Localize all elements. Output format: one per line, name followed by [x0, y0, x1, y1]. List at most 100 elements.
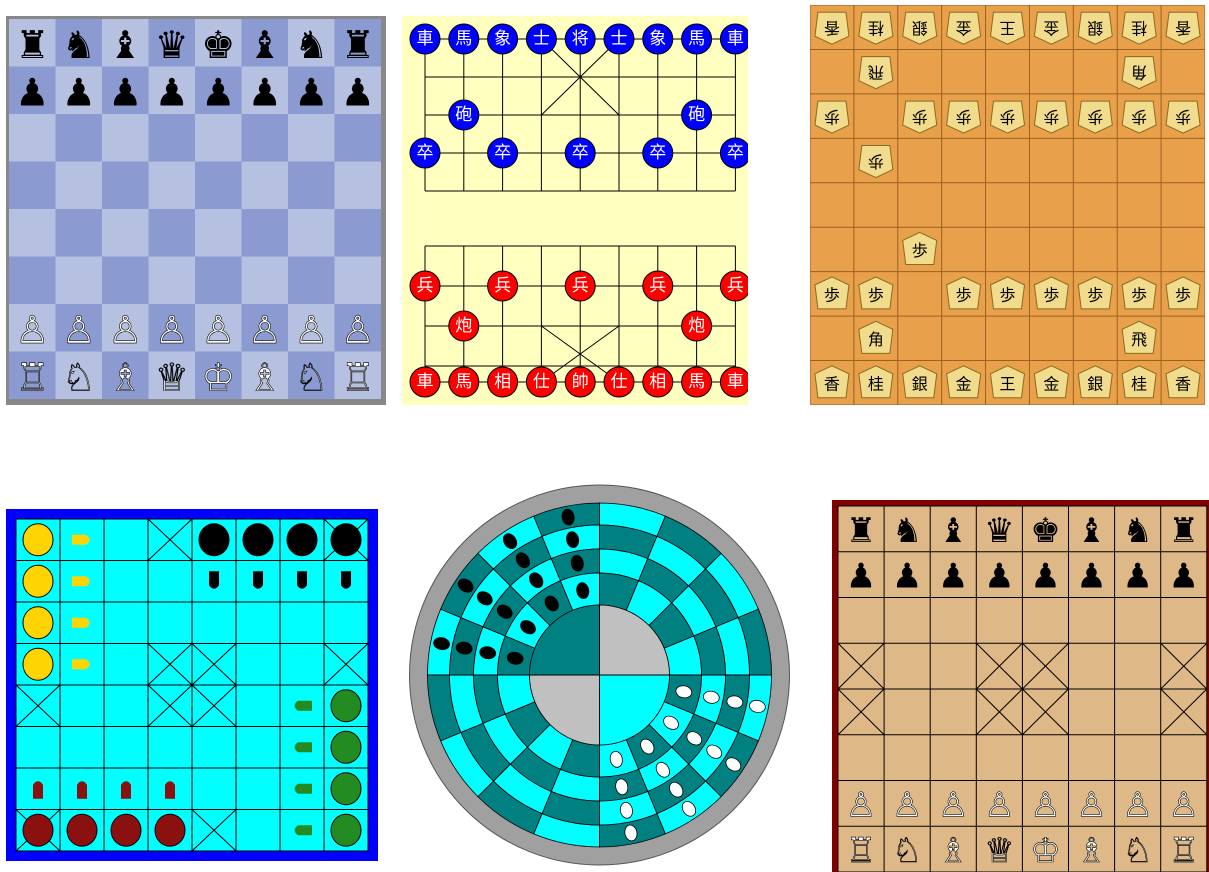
shogi-piece-label[interactable]: 銀	[1087, 19, 1103, 38]
shogi-piece-label[interactable]: 飛	[1131, 330, 1147, 349]
chess-piece[interactable]: ♟	[341, 70, 375, 114]
chaturanga-black-piece[interactable]	[199, 524, 229, 556]
chaturanga-red-piece[interactable]	[67, 814, 97, 846]
xiangqi-piece-label[interactable]: 兵	[494, 276, 511, 296]
shogi-piece-label[interactable]: 歩	[824, 108, 840, 127]
chess-square[interactable]	[102, 257, 149, 305]
shatranj-piece[interactable]: ♗	[938, 831, 968, 871]
xiangqi-piece-label[interactable]: 将	[572, 29, 589, 49]
chaturanga-green-piece[interactable]	[331, 814, 361, 846]
chess-square[interactable]	[195, 114, 242, 162]
shatranj-piece[interactable]: ♞	[1122, 511, 1152, 551]
chess-piece[interactable]: ♙	[201, 308, 235, 352]
shogi-piece-label[interactable]: 王	[999, 19, 1015, 38]
chess-square[interactable]	[56, 209, 103, 257]
chess-square[interactable]	[9, 114, 56, 162]
chaturanga-pawn[interactable]	[295, 825, 313, 835]
chess-piece[interactable]: ♟	[201, 70, 235, 114]
chess-piece[interactable]: ♙	[15, 308, 49, 352]
xiangqi-piece-label[interactable]: 馬	[455, 372, 472, 392]
xiangqi-piece-label[interactable]: 相	[649, 372, 666, 392]
shogi-piece-label[interactable]: 歩	[999, 285, 1015, 304]
chaturanga-pawn[interactable]	[72, 576, 90, 586]
shogi-piece-label[interactable]: 歩	[1175, 285, 1191, 304]
xiangqi-piece-label[interactable]: 兵	[572, 276, 589, 296]
shogi-piece-label[interactable]: 角	[868, 330, 884, 349]
chess-piece[interactable]: ♝	[108, 23, 142, 67]
chess-square[interactable]	[149, 257, 196, 305]
chaturanga-yellow-piece[interactable]	[23, 565, 53, 597]
shogi-piece-label[interactable]: 王	[999, 374, 1015, 393]
shatranj-piece[interactable]: ♝	[938, 511, 968, 551]
shatranj-piece[interactable]: ♛	[984, 511, 1014, 551]
shatranj-piece[interactable]: ♘	[1122, 831, 1152, 871]
chess-piece[interactable]: ♝	[248, 23, 282, 67]
shogi-piece-label[interactable]: 銀	[912, 19, 928, 38]
shatranj-piece[interactable]: ♙	[1169, 785, 1199, 825]
chaturanga-green-piece[interactable]	[331, 773, 361, 805]
chess-piece[interactable]: ♘	[294, 355, 328, 399]
shogi-piece-label[interactable]: 歩	[1043, 285, 1059, 304]
shatranj-piece[interactable]: ♙	[984, 785, 1014, 825]
chess-square[interactable]	[149, 114, 196, 162]
chess-piece[interactable]: ♞	[62, 23, 96, 67]
shatranj-piece[interactable]: ♕	[984, 831, 1014, 871]
chess-piece[interactable]: ♜	[15, 23, 49, 67]
shogi-piece-label[interactable]: 香	[824, 19, 840, 38]
chaturanga-green-piece[interactable]	[331, 690, 361, 722]
shatranj-piece[interactable]: ♟	[1030, 557, 1060, 597]
chess-piece[interactable]: ♖	[341, 355, 375, 399]
chess-square[interactable]	[56, 114, 103, 162]
shatranj-piece[interactable]: ♜	[846, 511, 876, 551]
chess-square[interactable]	[242, 162, 289, 210]
chess-piece[interactable]: ♘	[62, 355, 96, 399]
shatranj-piece[interactable]: ♝	[1076, 511, 1106, 551]
xiangqi-piece-label[interactable]: 兵	[417, 276, 434, 296]
chaturanga-black-piece[interactable]	[287, 524, 317, 556]
chaturanga-pawn[interactable]	[209, 571, 219, 589]
shatranj-piece[interactable]: ♟	[1169, 557, 1199, 597]
chaturanga-board[interactable]	[6, 509, 378, 861]
chess-square[interactable]	[102, 162, 149, 210]
chess-square[interactable]	[242, 114, 289, 162]
chaturanga-pawn[interactable]	[33, 781, 43, 799]
shatranj-piece[interactable]: ♗	[1076, 831, 1106, 871]
shogi-piece-label[interactable]: 金	[1043, 374, 1059, 393]
chess-piece[interactable]: ♟	[62, 70, 96, 114]
shogi-piece-label[interactable]: 桂	[1131, 374, 1147, 393]
shatranj-piece[interactable]: ♙	[1030, 785, 1060, 825]
chess-square[interactable]	[102, 209, 149, 257]
shogi-piece-label[interactable]: 歩	[868, 285, 884, 304]
chess-square[interactable]	[9, 162, 56, 210]
chaturanga-black-piece[interactable]	[331, 524, 361, 556]
chaturanga-yellow-piece[interactable]	[23, 524, 53, 556]
shogi-piece-label[interactable]: 金	[956, 19, 972, 38]
shogi-piece-label[interactable]: 桂	[1131, 19, 1147, 38]
xiangqi-piece-label[interactable]: 馬	[455, 29, 472, 49]
xiangqi-piece-label[interactable]: 馬	[688, 372, 705, 392]
xiangqi-piece-label[interactable]: 象	[494, 29, 511, 49]
chess-square[interactable]	[195, 162, 242, 210]
xiangqi-piece-label[interactable]: 仕	[533, 372, 550, 392]
chess-piece[interactable]: ♙	[341, 308, 375, 352]
chaturanga-pawn[interactable]	[295, 742, 313, 752]
chess-square[interactable]	[242, 257, 289, 305]
chess-square[interactable]	[9, 209, 56, 257]
shogi-piece-label[interactable]: 金	[956, 374, 972, 393]
shatranj-piece[interactable]: ♙	[938, 785, 968, 825]
shogi-piece-label[interactable]: 香	[1175, 374, 1191, 393]
xiangqi-piece-label[interactable]: 車	[727, 29, 744, 49]
shogi-piece-label[interactable]: 歩	[824, 285, 840, 304]
shatranj-piece[interactable]: ♟	[892, 557, 922, 597]
chess-piece[interactable]: ♙	[62, 308, 96, 352]
shogi-piece-label[interactable]: 歩	[1087, 108, 1103, 127]
chess-square[interactable]	[149, 209, 196, 257]
chaturanga-red-piece[interactable]	[111, 814, 141, 846]
shogi-piece-label[interactable]: 香	[1175, 19, 1191, 38]
shatranj-piece[interactable]: ♟	[938, 557, 968, 597]
chess-square[interactable]	[288, 257, 335, 305]
chess-piece[interactable]: ♙	[294, 308, 328, 352]
chaturanga-pawn[interactable]	[72, 659, 90, 669]
shatranj-piece[interactable]: ♙	[1122, 785, 1152, 825]
xiangqi-piece-label[interactable]: 卒	[727, 143, 744, 163]
